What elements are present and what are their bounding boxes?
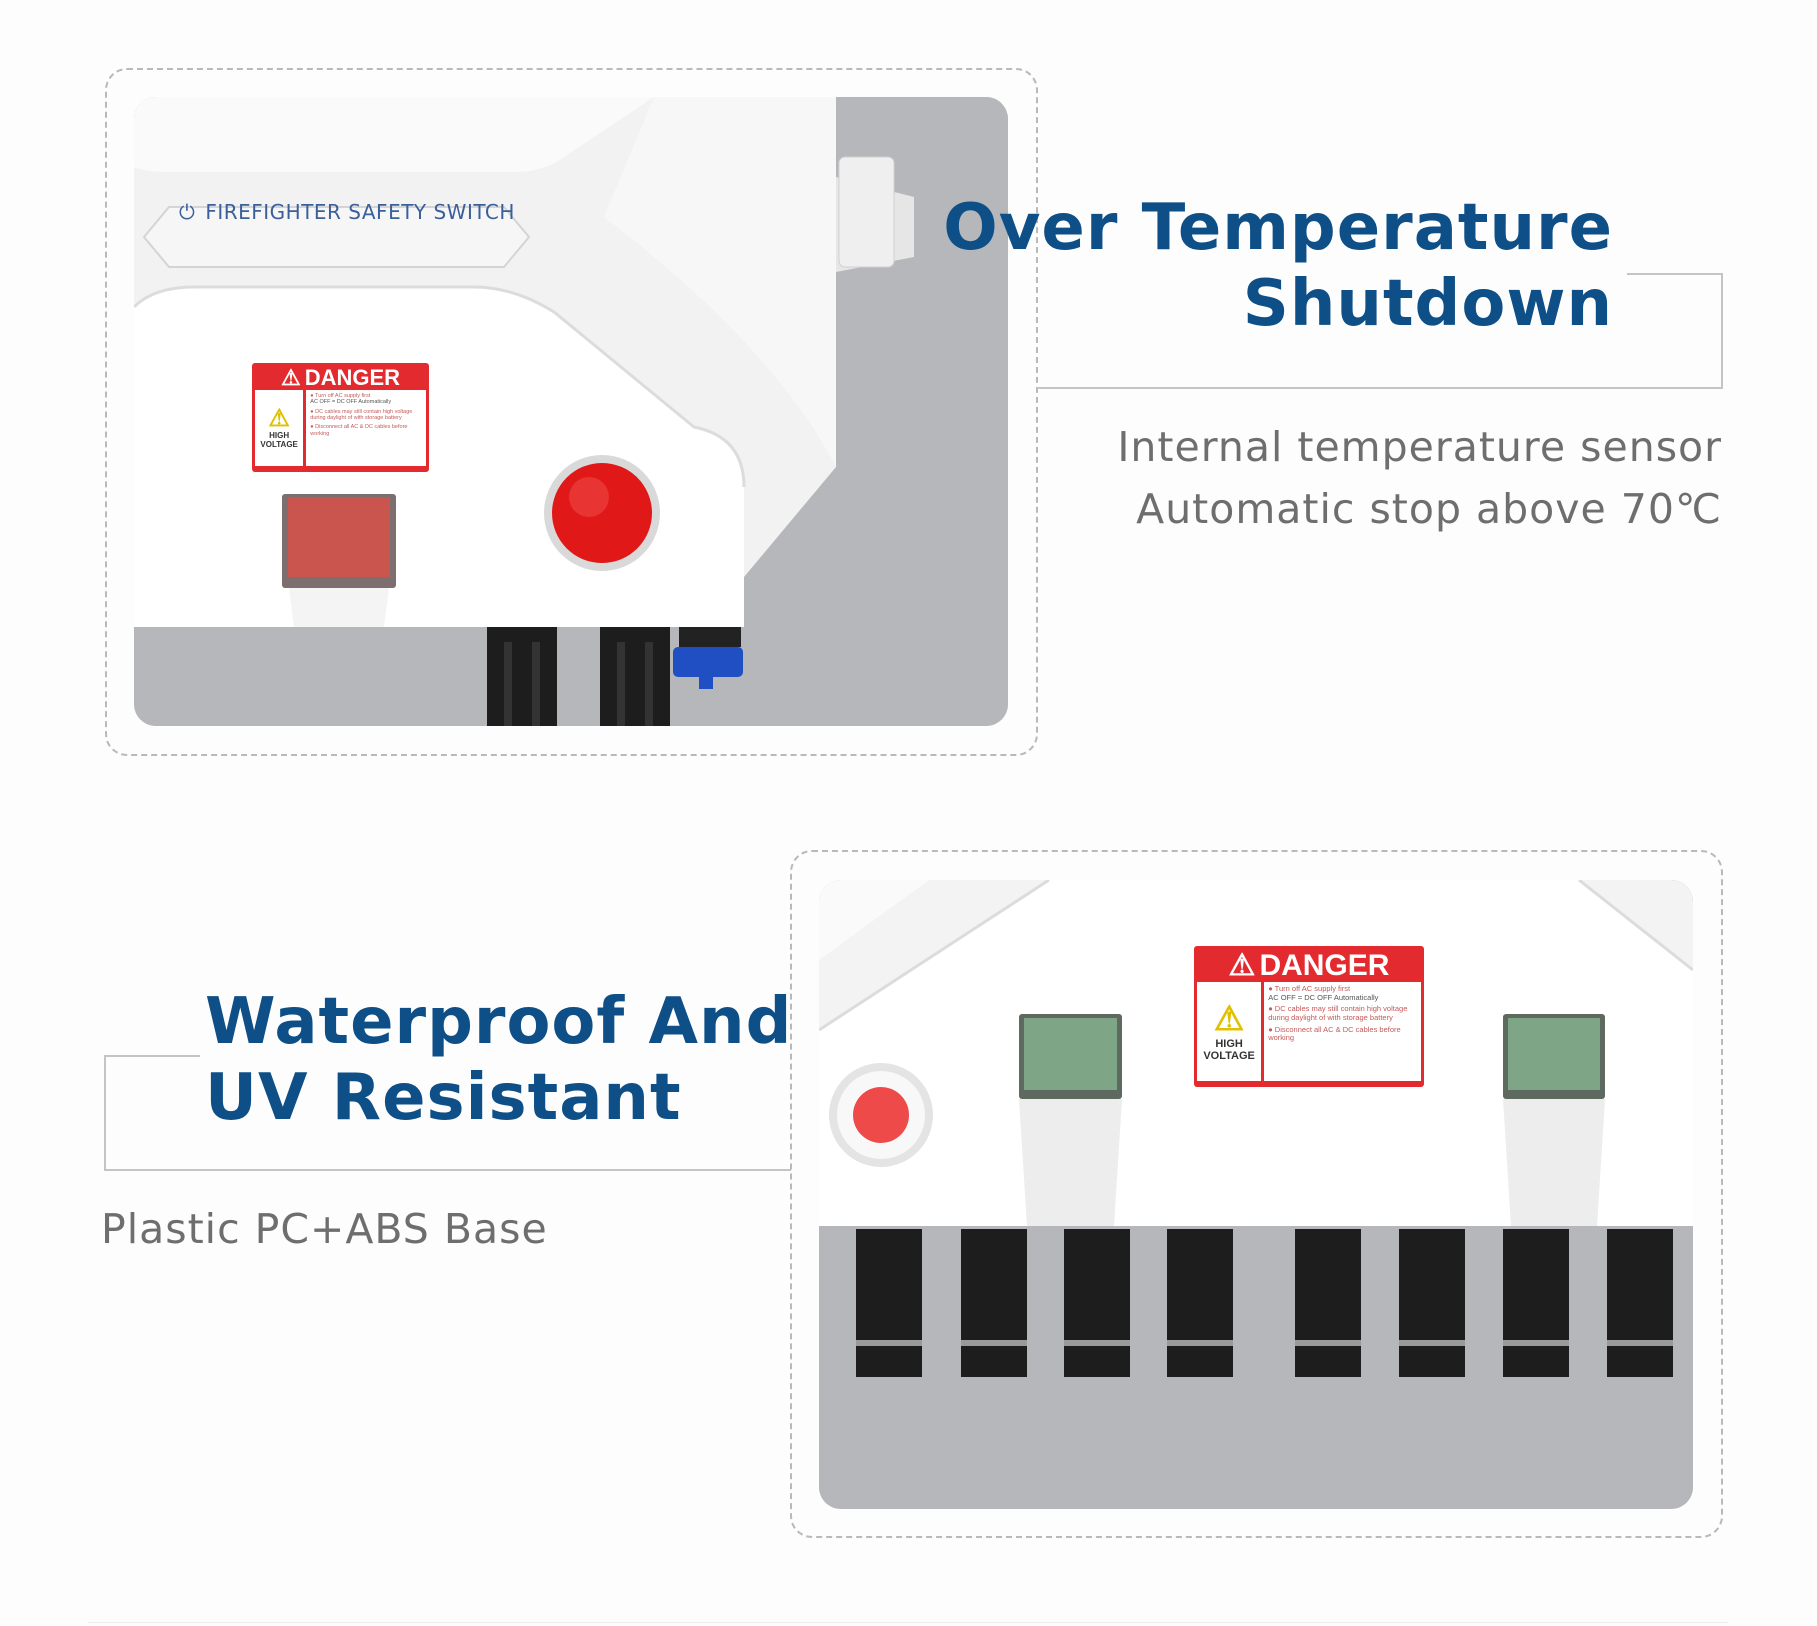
divider <box>1721 273 1723 389</box>
section2-description: Plastic PC+ABS Base <box>101 1205 548 1253</box>
high-voltage-icon: ⚠ <box>268 405 290 432</box>
section1-description: Internal temperature sensor Automatic st… <box>1117 423 1722 533</box>
high-voltage-icon: ⚠ <box>1213 999 1245 1038</box>
bottom-divider <box>88 1622 1728 1623</box>
firefighter-switch-label: ⏻ FIREFIGHTER SAFETY SWITCH <box>179 200 515 224</box>
section1-title: Over Temperature Shutdown <box>943 191 1613 341</box>
product-image-frame-bottom <box>790 850 1723 1538</box>
product-image-top: ⏻ FIREFIGHTER SAFETY SWITCH ⚠DANGER ⚠HIG… <box>134 97 1008 726</box>
warning-icon: ⚠ <box>280 365 301 390</box>
divider <box>104 1169 791 1171</box>
divider <box>104 1055 200 1057</box>
section2-title: Waterproof And UV Resistant <box>205 985 793 1135</box>
divider <box>1037 387 1723 389</box>
power-icon: ⏻ <box>179 200 196 224</box>
divider <box>1627 273 1723 275</box>
divider <box>104 1055 106 1171</box>
product-image-frame-top <box>105 68 1038 756</box>
warning-icon: ⚠ <box>1228 949 1256 982</box>
